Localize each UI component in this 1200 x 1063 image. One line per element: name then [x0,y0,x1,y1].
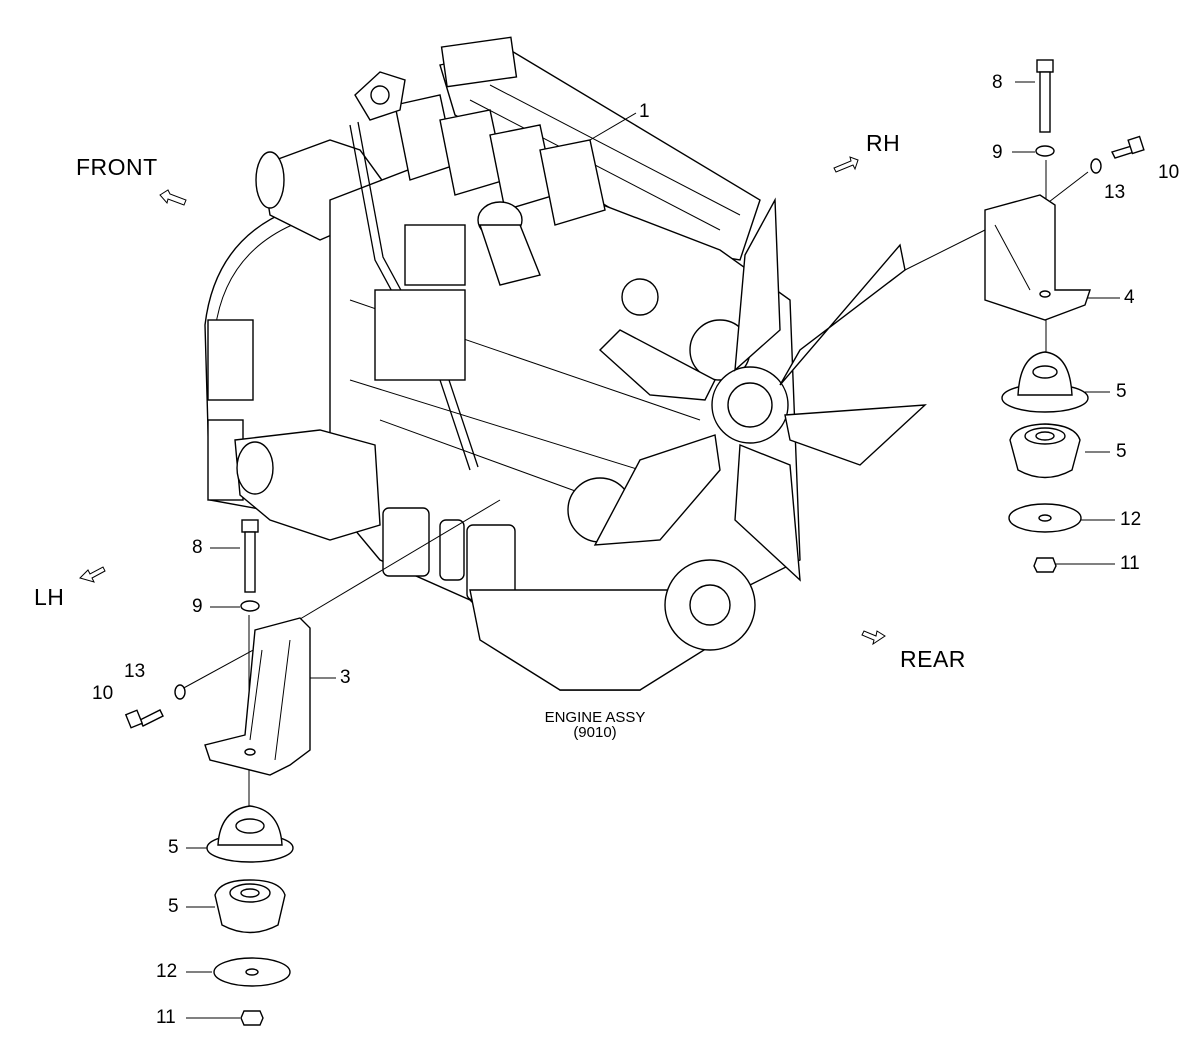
leader-lines [179,81,1120,1019]
callout-small-bolt-rh: 10 [1158,162,1180,183]
rear-arrow-icon [861,630,886,646]
lh-mount-parts [124,519,311,1026]
callout-rubber-mount-rh-upper: 5 [1116,381,1127,402]
caption-line-2: (9010) [573,724,617,741]
rh-arrow-icon [833,156,859,173]
caption-line-1: ENGINE ASSY [544,709,646,726]
callout-washer-rh: 9 [992,142,1003,163]
direction-arrows [79,156,886,646]
callout-rubber-mount-lh-lower: 5 [168,896,179,917]
lh-arrow-icon [79,566,106,583]
callout-bolt-rh: 8 [992,72,1003,93]
callout-lh-bracket: 3 [340,667,351,688]
callout-plate-washer-rh: 12 [1120,509,1142,530]
callout-rubber-mount-rh-lower: 5 [1116,441,1127,462]
callout-rubber-mount-lh-upper: 5 [168,837,179,858]
rh-mount-parts [984,59,1145,573]
callout-nut-rh: 11 [1120,553,1140,574]
callout-small-washer-rh: 13 [1104,182,1126,203]
callout-small-washer-lh: 13 [124,661,146,682]
lh-label: LH [34,584,65,610]
rh-label: RH [866,130,901,156]
engine-assy-caption: ENGINE ASSY (9010) [530,710,660,740]
callout-bolt-lh: 8 [192,537,203,558]
front-arrow-icon [159,189,187,206]
callout-engine: 1 [639,101,650,122]
callout-nut-lh: 11 [156,1007,176,1028]
rear-label: REAR [900,646,966,672]
callout-small-bolt-lh: 10 [92,683,114,704]
callout-rh-bracket: 4 [1124,287,1135,308]
engine-assembly [204,36,927,691]
front-label: FRONT [76,154,158,180]
callout-washer-lh: 9 [192,596,203,617]
callout-plate-washer-lh: 12 [156,961,178,982]
